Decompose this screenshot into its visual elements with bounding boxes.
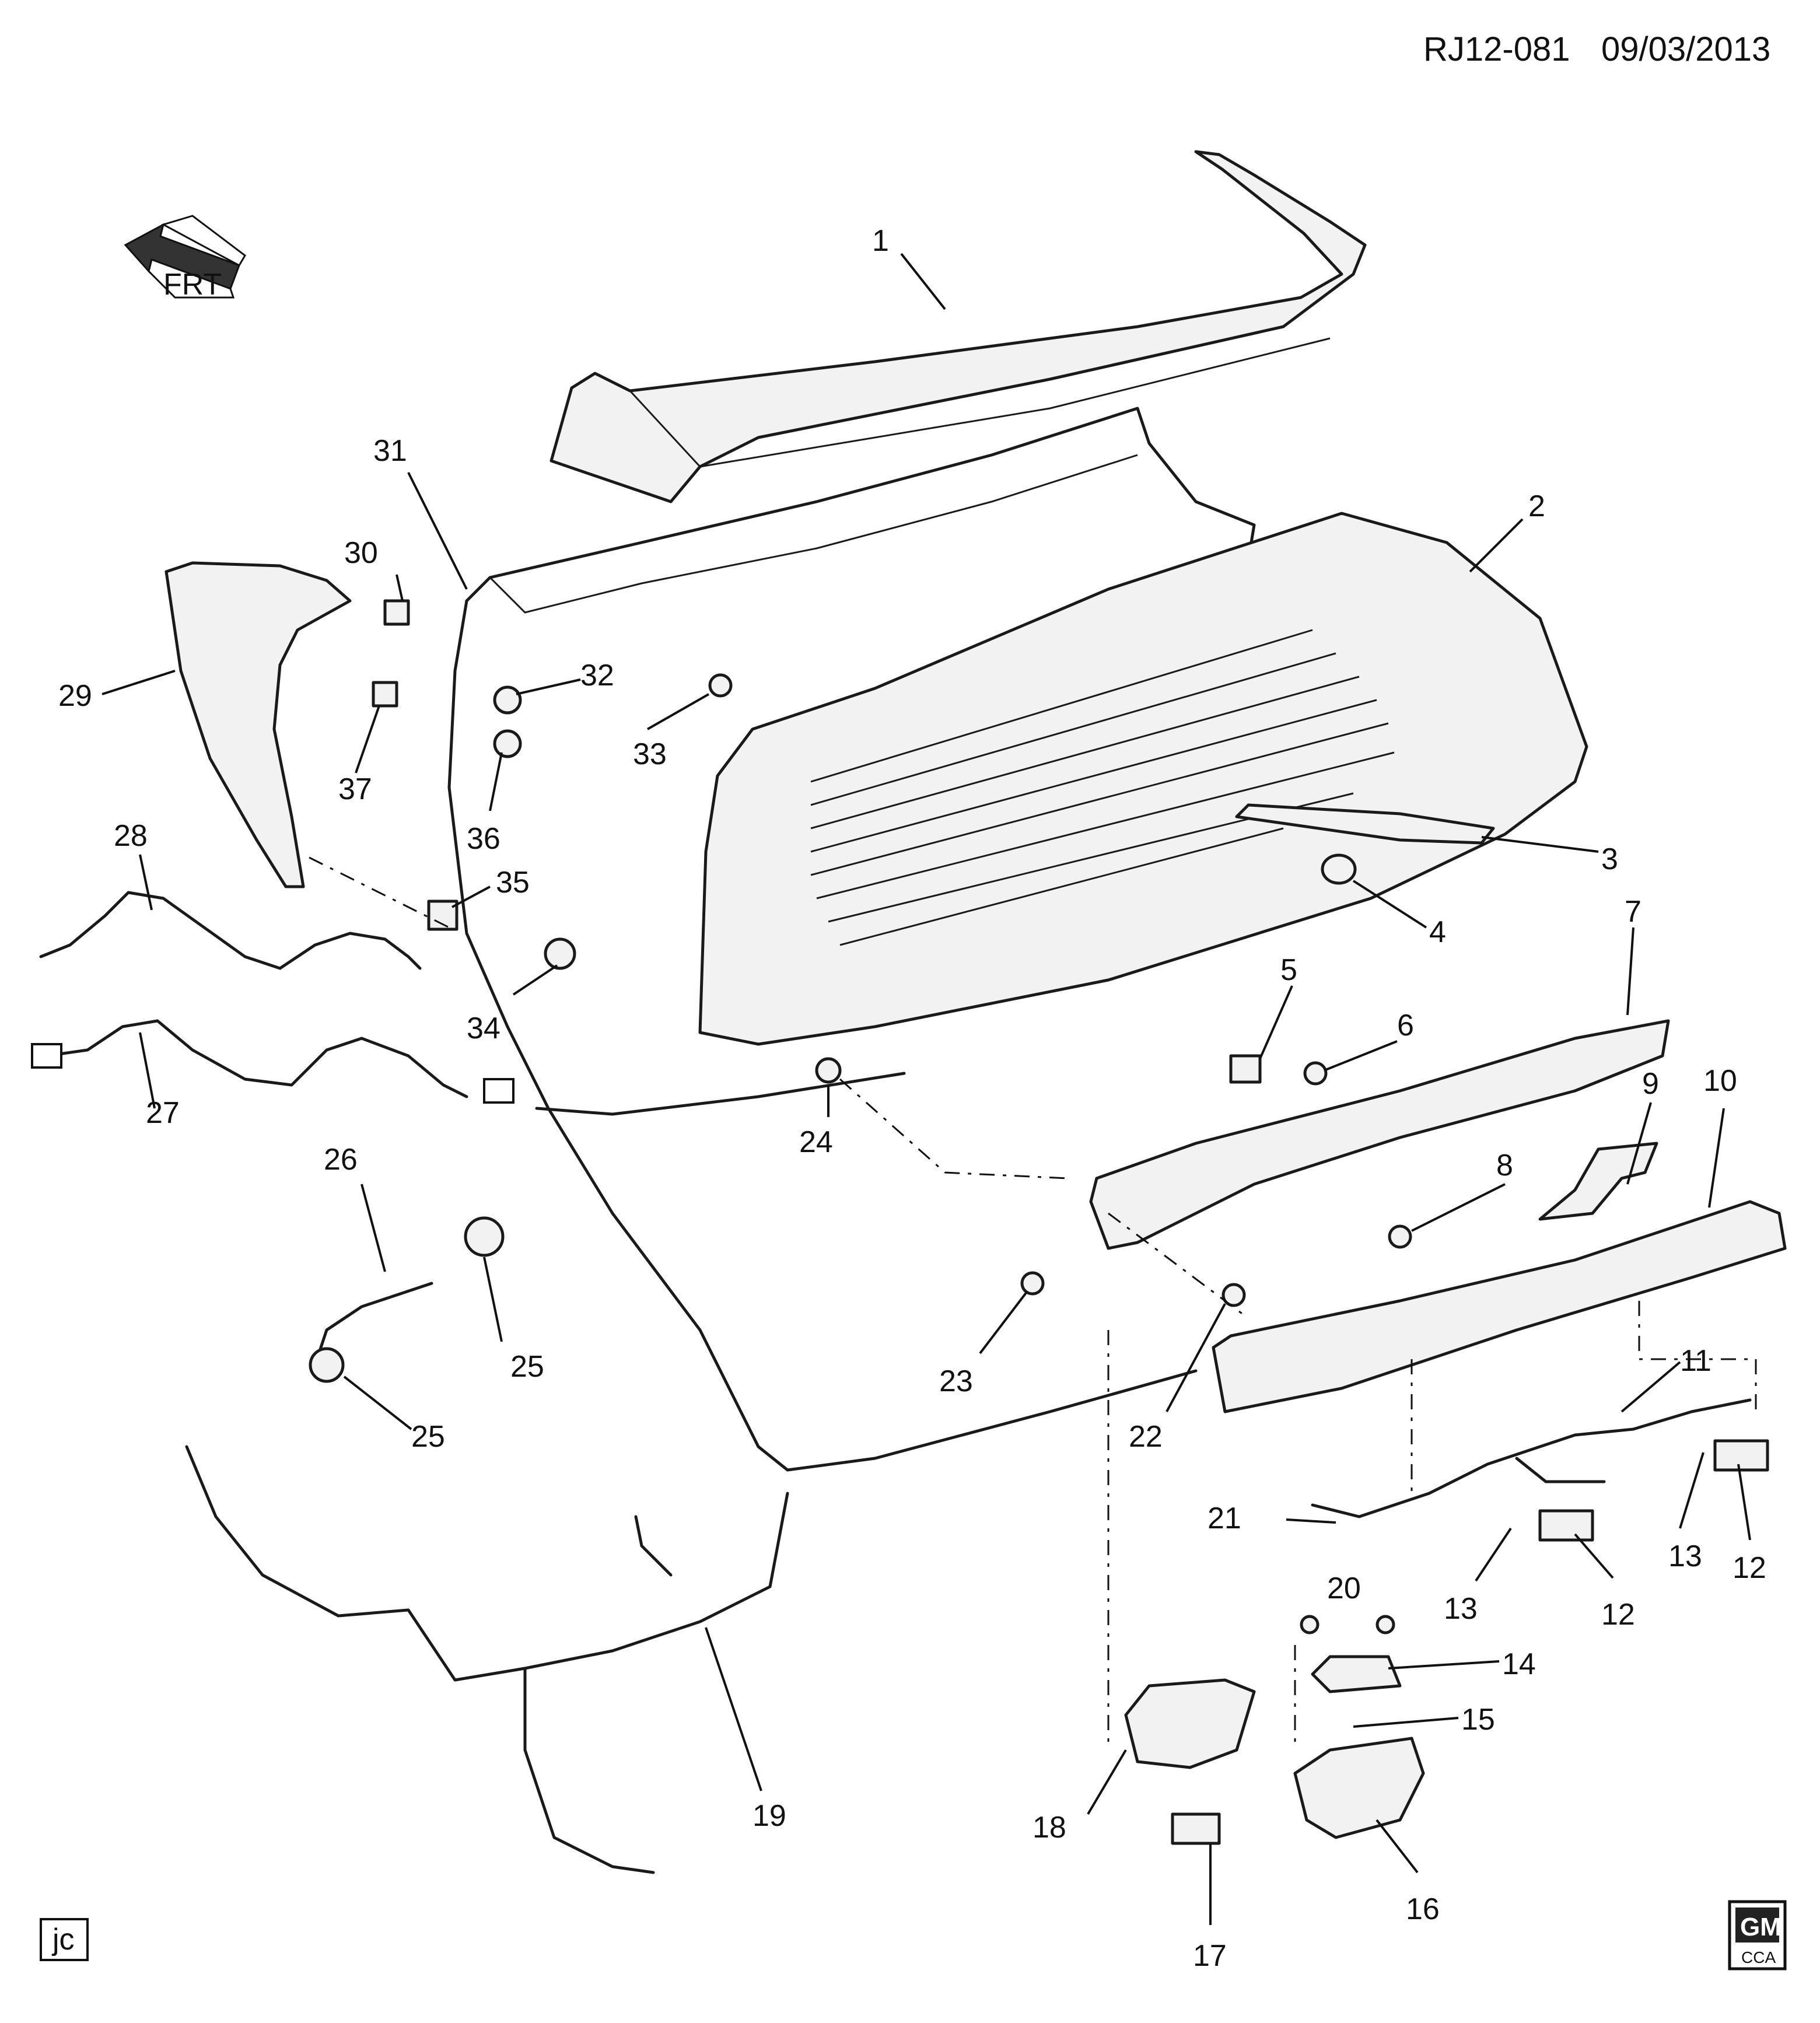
callout-17: 17 — [1193, 1939, 1227, 1973]
callout-3: 3 — [1601, 842, 1618, 876]
callout-27: 27 — [146, 1096, 180, 1130]
callout-14: 14 — [1502, 1647, 1536, 1681]
wiper-grommet — [1321, 853, 1357, 885]
screw-20a — [1300, 1615, 1320, 1634]
callout-8: 8 — [1496, 1149, 1513, 1182]
handle-bezel-18 — [1124, 1678, 1256, 1769]
callout-2: 2 — [1528, 489, 1545, 523]
callout-33: 33 — [633, 737, 667, 771]
callout-19: 19 — [752, 1799, 786, 1833]
callout-37: 37 — [338, 772, 372, 806]
grommet-25a — [464, 1216, 505, 1257]
callout-21: 21 — [1208, 1502, 1241, 1535]
liftgate-applique — [1089, 1019, 1670, 1250]
diagram-code: RJ12-081 — [1423, 30, 1570, 68]
side-spoiler-panel — [164, 561, 352, 888]
rear-window-glass — [698, 512, 1588, 1046]
callout-6: 6 — [1397, 1009, 1414, 1042]
switch-14 — [1311, 1655, 1402, 1693]
callout-24: 24 — [799, 1125, 833, 1159]
callout-4: 4 — [1429, 915, 1446, 949]
callout-1: 1 — [872, 224, 889, 258]
callout-25a: 25 — [510, 1350, 544, 1384]
liftgate-panel — [447, 407, 1256, 1472]
callout-13b: 13 — [1668, 1539, 1702, 1573]
callout-35: 35 — [496, 866, 530, 900]
callout-22: 22 — [1129, 1420, 1163, 1454]
callout-29: 29 — [58, 679, 92, 713]
callout-7: 7 — [1625, 895, 1642, 929]
fastener-22 — [1222, 1283, 1246, 1307]
bowtie-emblem — [1538, 1142, 1658, 1221]
gm-logo-sub: CCA — [1741, 1948, 1776, 1966]
callout-labels: 1 2 3 4 5 6 7 8 9 10 11 12 12 13 13 14 1… — [58, 224, 1766, 1973]
callout-12a: 12 — [1601, 1598, 1635, 1632]
callout-30: 30 — [344, 536, 378, 570]
diagram-date: 09/03/2013 — [1601, 30, 1770, 68]
license-lamp-12a — [1538, 1509, 1594, 1542]
callout-31: 31 — [373, 434, 407, 468]
callout-26: 26 — [324, 1143, 358, 1177]
fastener-24 — [815, 1057, 842, 1084]
gm-logo-text: GM — [1740, 1913, 1782, 1941]
gm-logo: GM CCA — [1728, 1900, 1787, 1971]
initials-label: jc — [51, 1923, 75, 1957]
clip-37 — [372, 681, 398, 708]
handle-16 — [1293, 1737, 1425, 1839]
callout-36: 36 — [467, 822, 501, 856]
fastener-33 — [708, 673, 733, 698]
lower-molding — [1212, 1200, 1787, 1413]
front-direction-arrow-icon: FRT — [124, 215, 246, 302]
callout-10: 10 — [1703, 1064, 1737, 1098]
callout-34: 34 — [467, 1012, 501, 1045]
callout-11: 11 — [1680, 1344, 1712, 1378]
bolt-6 — [1303, 1061, 1328, 1086]
hose-26 — [313, 1282, 433, 1367]
fastener-8 — [1388, 1224, 1412, 1249]
wiring-harness-19 — [185, 1445, 789, 1874]
fastener-32 — [493, 685, 522, 715]
nut-5 — [1229, 1054, 1262, 1084]
callout-12b: 12 — [1732, 1551, 1766, 1585]
license-lamp-12b — [1713, 1439, 1769, 1472]
frt-label: FRT — [163, 268, 222, 302]
screw-20b — [1376, 1615, 1395, 1634]
callout-18: 18 — [1032, 1811, 1066, 1845]
callout-32: 32 — [580, 659, 614, 692]
callout-28: 28 — [114, 819, 148, 853]
callout-25b: 25 — [411, 1420, 445, 1454]
fastener-34 — [544, 937, 576, 970]
fastener-23 — [1020, 1271, 1045, 1296]
callout-16: 16 — [1406, 1892, 1440, 1926]
clip-30 — [383, 599, 410, 626]
harness-27-28 — [31, 891, 514, 1104]
callout-20: 20 — [1327, 1572, 1361, 1605]
grommet-25b — [309, 1347, 345, 1383]
callout-15: 15 — [1461, 1703, 1495, 1737]
rear-spoiler — [550, 150, 1367, 503]
callout-5: 5 — [1280, 953, 1297, 987]
callout-13a: 13 — [1444, 1592, 1478, 1626]
wiper-arm — [1235, 803, 1495, 845]
callout-23: 23 — [939, 1364, 973, 1398]
fastener-36 — [493, 729, 522, 758]
callout-9: 9 — [1642, 1067, 1659, 1101]
leader-lines — [102, 253, 1751, 1925]
initials-box: jc — [40, 1918, 89, 1961]
release-switch-17 — [1171, 1812, 1221, 1845]
license-lamp-harness — [1311, 1398, 1752, 1518]
defroster-grid — [810, 629, 1395, 946]
